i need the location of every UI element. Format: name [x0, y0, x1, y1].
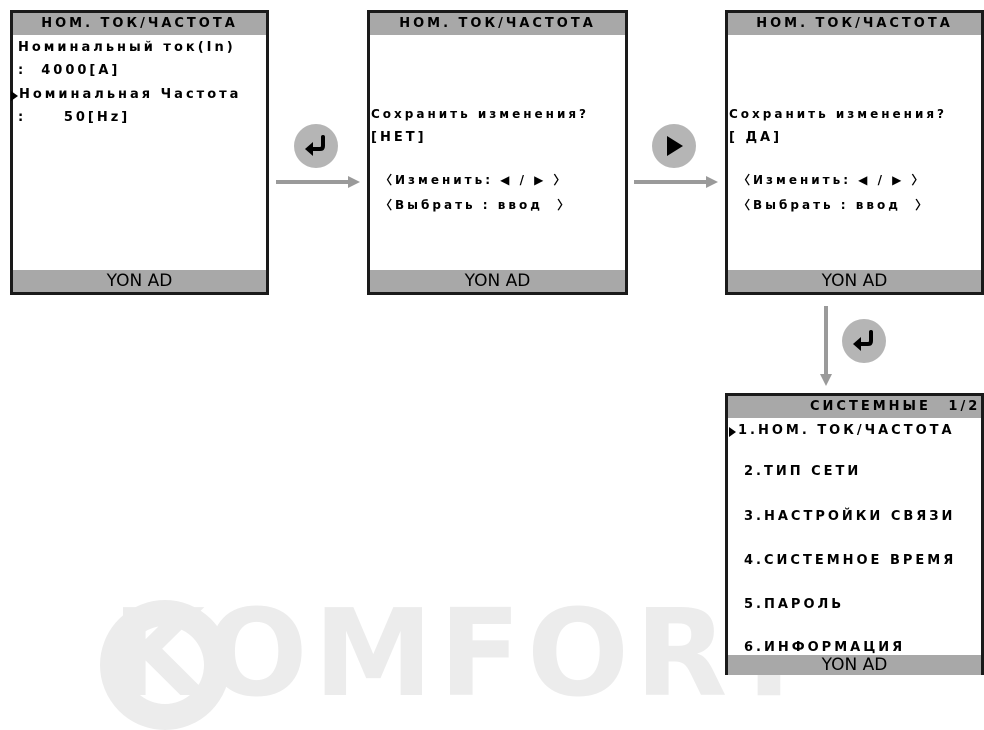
page-indicator: 1/2 — [948, 399, 981, 414]
rated-frequency-value: : 50[Hz] — [18, 110, 131, 125]
screen-footer: YON AD — [728, 655, 981, 675]
select-hint: 〈Выбрать : ввод 〉 — [380, 198, 573, 212]
selection-marker-icon — [11, 91, 18, 101]
flow-arrow-right — [634, 176, 718, 188]
screen-rated-current-frequency: НОМ. ТОК/ЧАСТОТА Номинальный ток(In) : 4… — [10, 10, 269, 295]
menu-item-network-type[interactable]: 2.ТИП СЕТИ — [744, 464, 862, 479]
flow-arrow-down — [820, 306, 832, 386]
menu-item-password[interactable]: 5.ПАРОЛЬ — [744, 597, 845, 612]
select-hint: 〈Выбрать : ввод 〉 — [738, 198, 931, 212]
save-question: Сохранить изменения? — [729, 107, 948, 121]
screen-save-no: НОМ. ТОК/ЧАСТОТА Сохранить изменения? [Н… — [367, 10, 628, 295]
change-hint: 〈Изменить: ◀ / ▶ 〉 — [380, 173, 569, 187]
screen-title: СИСТЕМНЫЕ 1/2 — [728, 396, 981, 418]
menu-item-system-time[interactable]: 4.СИСТЕМНОЕ ВРЕМЯ — [744, 553, 957, 568]
change-hint: 〈Изменить: ◀ / ▶ 〉 — [738, 173, 927, 187]
menu-item-information[interactable]: 6.ИНФОРМАЦИЯ — [744, 640, 906, 655]
menu-title: СИСТЕМНЫЕ — [810, 399, 931, 414]
screen-footer: YON AD — [728, 270, 981, 292]
screen-footer: YON AD — [370, 270, 625, 292]
selection-marker-icon — [729, 427, 736, 437]
screen-footer: YON AD — [13, 270, 266, 292]
enter-icon — [305, 135, 325, 156]
menu-item-communication[interactable]: 3.НАСТРОЙКИ СВЯЗИ — [744, 509, 956, 524]
rated-current-label: Номинальный ток(In) — [18, 40, 236, 55]
screen-title: НОМ. ТОК/ЧАСТОТА — [13, 13, 266, 35]
play-right-icon — [667, 136, 683, 156]
save-option-value: [ ДА] — [729, 130, 783, 145]
screen-title: НОМ. ТОК/ЧАСТОТА — [728, 13, 981, 35]
enter-button[interactable] — [842, 319, 886, 363]
watermark-text: KOMFORT — [112, 585, 816, 724]
screen-save-yes: НОМ. ТОК/ЧАСТОТА Сохранить изменения? [ … — [725, 10, 984, 295]
flow-arrow-right — [276, 176, 360, 188]
enter-button[interactable] — [294, 124, 338, 168]
right-button[interactable] — [652, 124, 696, 168]
menu-item-rated-current[interactable]: 1.НОМ. ТОК/ЧАСТОТА — [738, 423, 955, 438]
save-option-value: [НЕТ] — [371, 130, 427, 145]
rated-frequency-label: Номинальная Частота — [19, 87, 242, 102]
save-question: Сохранить изменения? — [371, 107, 590, 121]
screen-system-menu: СИСТЕМНЫЕ 1/2 1.НОМ. ТОК/ЧАСТОТА 2.ТИП С… — [725, 393, 984, 675]
screen-title: НОМ. ТОК/ЧАСТОТА — [370, 13, 625, 35]
rated-current-value: : 4000[A] — [18, 63, 121, 78]
enter-icon — [853, 330, 873, 351]
